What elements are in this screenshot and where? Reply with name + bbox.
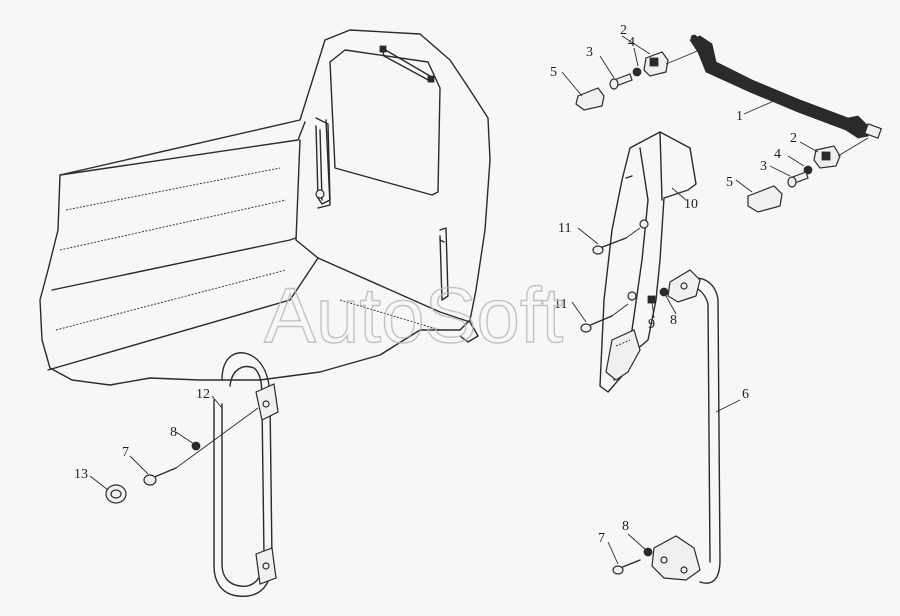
callout-1: 1 xyxy=(736,109,743,124)
cap-13 xyxy=(105,484,127,504)
bolt-3-mid xyxy=(787,171,809,188)
callout-12: 12 xyxy=(196,387,210,402)
bolt-11-upper xyxy=(592,227,641,255)
callout-8-left: 8 xyxy=(170,425,177,440)
callout-9: 9 xyxy=(648,317,655,332)
callout-11-upper: 11 xyxy=(558,221,571,236)
callout-4-mid: 4 xyxy=(774,147,781,162)
washer-8-upper xyxy=(659,287,669,297)
cap-5-mid xyxy=(747,185,783,213)
callout-3-top: 3 xyxy=(586,45,593,60)
callout-labels: 1 2 3 4 5 2 3 4 5 10 11 11 9 8 6 12 8 7 … xyxy=(74,23,797,546)
callout-11-lower: 11 xyxy=(554,297,567,312)
handrail-6 xyxy=(651,269,721,584)
nut-9 xyxy=(647,295,656,304)
cab-body xyxy=(39,29,491,386)
callout-7-right: 7 xyxy=(598,531,605,546)
handle-12 xyxy=(213,352,279,597)
callout-4-top: 4 xyxy=(628,35,635,50)
cap-5-top xyxy=(575,87,605,111)
leader-lines xyxy=(89,35,819,565)
clamp-2-top xyxy=(643,49,701,77)
bolt-11-lower xyxy=(580,303,629,333)
callout-6: 6 xyxy=(742,387,749,402)
callout-2-mid: 2 xyxy=(790,131,797,146)
callout-7-left: 7 xyxy=(122,445,129,460)
clamp-2-mid xyxy=(813,137,869,169)
bolt-7-left xyxy=(143,407,259,486)
callout-5-top: 5 xyxy=(550,65,557,80)
bolt-7-right xyxy=(612,559,641,575)
bracket-1 xyxy=(689,34,883,139)
callout-13: 13 xyxy=(74,467,88,482)
callout-10: 10 xyxy=(684,197,698,212)
callout-2-top: 2 xyxy=(620,23,627,38)
autosoft-watermark: AutoSoft xyxy=(264,271,564,359)
bolt-head-icon xyxy=(315,189,325,199)
step-support-10 xyxy=(599,131,697,393)
callout-8-upper: 8 xyxy=(670,313,677,328)
washer-4-top xyxy=(632,67,642,77)
callout-3-mid: 3 xyxy=(760,159,767,174)
callout-8-right: 8 xyxy=(622,519,629,534)
callout-5-mid: 5 xyxy=(726,175,733,190)
bolt-3-top xyxy=(609,73,633,90)
